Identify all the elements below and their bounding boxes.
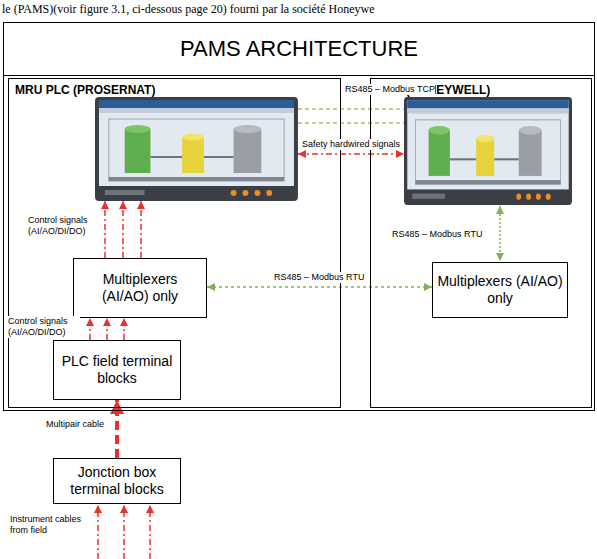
control-signal-connector (123, 318, 125, 340)
diagram-title: PAMS ARCHITECTURE (4, 23, 594, 76)
cable-label: Instrument cables from field (10, 514, 90, 536)
control-signal-connector (89, 318, 91, 340)
box-label: Jonction box terminal blocks (58, 464, 176, 498)
control-signal-arrow (140, 201, 142, 258)
multipair-cable-connector (115, 400, 119, 458)
instrument-cable-arrow (149, 505, 151, 559)
box-label: Multiplexers (AI/AO) only (437, 273, 563, 307)
instrument-cable-arrow (97, 505, 99, 559)
modbus-rtu-connector (207, 286, 432, 288)
multiplexer-box: Multiplexers (AI/AO) only (73, 258, 207, 318)
box-label: PLC field terminal blocks (58, 353, 176, 387)
multiplexer-box: Multiplexers (AI/AO) only (432, 262, 568, 318)
junction-box: Jonction box terminal blocks (53, 458, 181, 504)
control-signal-connector (106, 318, 108, 340)
system-panel: DCS (HONEYWELL) Multiplexers (AI/AO) only (370, 78, 592, 408)
hmi-screen (95, 97, 298, 201)
link-label: RS485 – Modbus RTU (392, 229, 482, 240)
terminal-box: PLC field terminal blocks (53, 340, 181, 400)
signal-label: Control signals (AI/AO/DI/DO) (28, 215, 102, 237)
safety-hardwired-link (298, 153, 404, 155)
modbus-tcp-link (298, 122, 404, 124)
box-label: Multiplexers (AI/AO) only (78, 271, 202, 305)
instrument-cable-arrow (123, 505, 125, 559)
document-text: le (PAMS)(voir figure 3.1, ci-dessous pa… (2, 2, 374, 16)
link-label: RS485 – Modbus RTU (272, 272, 366, 283)
panel-title: MRU PLC (PROSERNAT) (9, 79, 340, 101)
modbus-rtu-link (499, 206, 501, 261)
control-signal-arrow (122, 201, 124, 258)
cable-label: Multipair cable (46, 419, 104, 430)
hmi-screen (404, 97, 572, 205)
architecture-frame: PAMS ARCHITECTURE MRU PLC (PROSERNAT) Mult… (3, 22, 595, 411)
control-signal-arrow (104, 201, 106, 258)
signal-label: Control signals (AI/AO/DI/DO) (8, 316, 80, 338)
panel-title: DCS (HONEYWELL) (371, 79, 591, 101)
modbus-tcp-link (298, 108, 404, 110)
system-panel: MRU PLC (PROSERNAT) Multiplexers (AI/AO) … (8, 78, 341, 408)
link-label: Safety hardwired signals (302, 139, 400, 150)
